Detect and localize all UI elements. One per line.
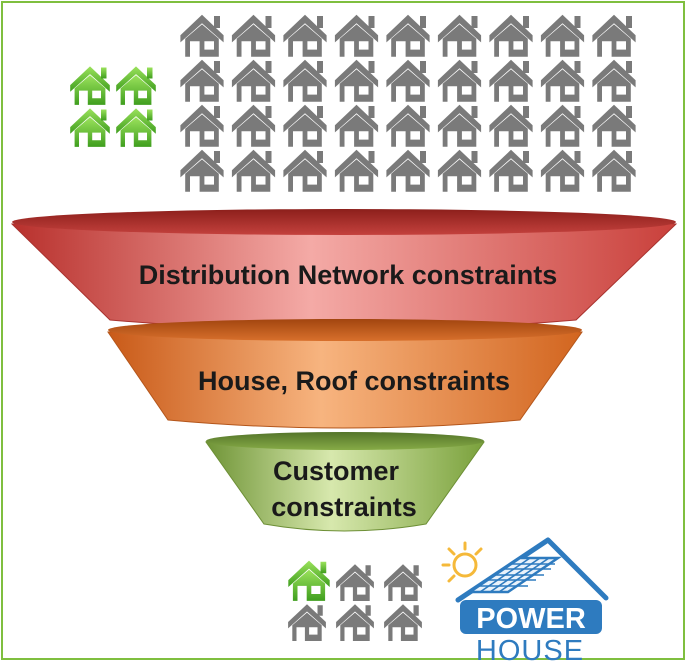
house-icon [180,59,224,102]
house-icon [231,104,276,147]
house-icon [334,14,379,57]
house-icon [437,104,482,147]
house-icon [180,104,224,147]
house-icon-group-bottom [288,560,422,641]
funnel-tier-distribution-network: Distribution Network constraints [10,209,678,331]
funnel-label-customer-line1: Customer [273,456,400,486]
house-icon [231,59,276,102]
house-icon [592,14,636,57]
house-icon [540,14,585,57]
house-icon [489,14,533,57]
funnel-tier-customer: Customer constraints [205,432,485,532]
house-icon [283,149,327,192]
funnel-label-distribution-network: Distribution Network constraints [139,260,558,290]
logo-text-power: POWER [476,603,586,635]
house-icon [540,59,585,102]
house-icon-grid-top [180,14,636,192]
house-icon [180,14,224,57]
green-house-icon-group-top [70,66,156,147]
logo-badge [460,600,602,634]
funnel-label-customer-line2: constraints [271,492,417,522]
house-icon [540,149,585,192]
house-icon [386,104,430,147]
house-icon [489,59,533,102]
house-icon [592,59,636,102]
house-icon [70,108,110,147]
house-icon [70,66,110,105]
house-icon [283,104,327,147]
house-icon [489,104,533,147]
house-icon [384,564,422,601]
house-icon [386,149,430,192]
house-icon [231,149,276,192]
house-icon [386,59,430,102]
house-icon [592,104,636,147]
house-icon [592,149,636,192]
house-icon [283,14,327,57]
sun-icon [441,541,483,583]
house-icon [116,66,156,105]
house-icon [116,108,156,147]
house-icon [288,604,326,641]
house-icon [334,59,379,102]
house-icon [334,149,379,192]
powerhouse-logo: POWER HOUSE [441,537,609,663]
house-icon [283,59,327,102]
house-icon [336,564,374,601]
house-icon [437,14,482,57]
house-icon [437,149,482,192]
house-icon [336,604,374,641]
house-icon [384,604,422,641]
logo-text-house: HOUSE [476,635,584,663]
house-icon [231,14,276,57]
house-icon [334,104,379,147]
house-icon [489,149,533,192]
house-icon [180,149,224,192]
solar-panel-house-icon [455,537,609,603]
house-icon [386,14,430,57]
house-icon [540,104,585,147]
funnel-tier-house-roof: House, Roof constraints [107,319,583,429]
house-icon [437,59,482,102]
house-icon [288,560,330,601]
funnel-label-house-roof: House, Roof constraints [198,366,510,396]
